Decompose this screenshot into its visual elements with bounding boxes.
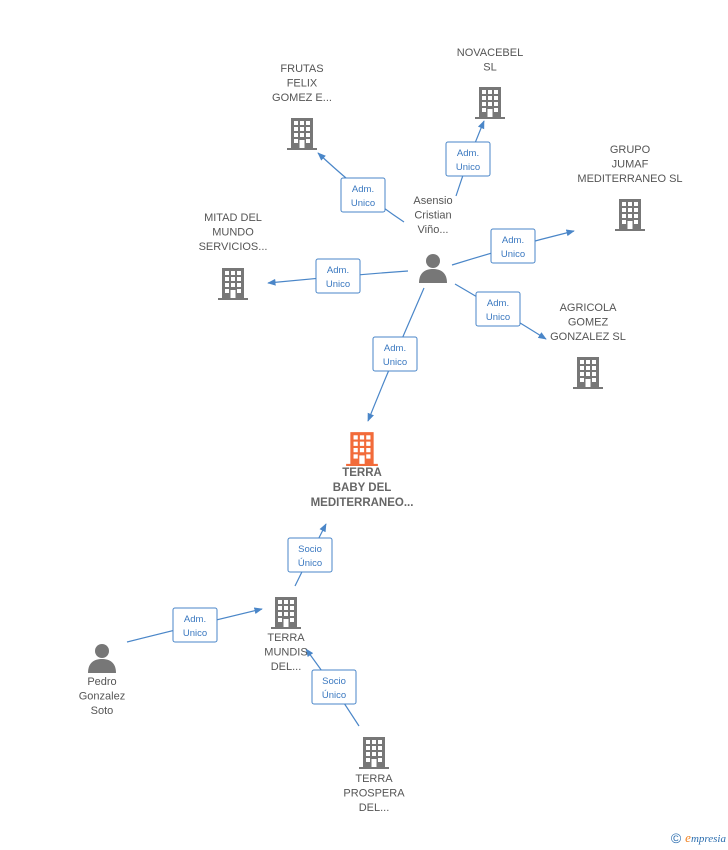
node-label-line: TERRA [355, 773, 393, 785]
node-frutas[interactable]: FRUTAS FELIX GOMEZ E... [272, 63, 332, 150]
edge-label-line: Unico [456, 162, 480, 173]
node-label-line: GONZALEZ SL [550, 331, 626, 343]
edge-asensio-to-novacebel: Adm. Unico [445, 120, 491, 197]
node-label-line: Gonzalez [79, 691, 125, 703]
edge-label: Adm. Unico [490, 228, 536, 264]
node-mitad[interactable]: MITAD DEL MUNDO SERVICIOS... [199, 212, 268, 300]
person-icon [88, 644, 116, 673]
node-prospera[interactable]: TERRA PROSPERA DEL... [343, 737, 405, 814]
building-icon [346, 432, 378, 466]
building-icon [359, 737, 389, 769]
edge-label-line: Adm. [457, 148, 479, 159]
node-label-line: MITAD DEL [204, 212, 262, 224]
node-label-line: Pedro [87, 676, 116, 688]
copyright-icon: © [670, 830, 682, 846]
edge-label-line: Unico [326, 279, 350, 290]
node-label-line: MUNDIS [264, 647, 307, 659]
node-label-line: Viño... [418, 224, 449, 236]
person-icon [419, 254, 447, 283]
building-icon [573, 357, 603, 389]
node-label-line: NOVACEBEL [457, 47, 523, 59]
node-jumaf[interactable]: GRUPO JUMAF MEDITERRANEO SL [577, 144, 683, 231]
edge-label-line: Adm. [502, 235, 524, 246]
edge-label-line: Unico [501, 249, 525, 260]
footer-brand: ©empresia [671, 830, 726, 846]
node-label-line: FELIX [287, 78, 318, 90]
edge-label-line: Adm. [352, 184, 374, 195]
node-label-line: DEL... [359, 802, 390, 814]
edge-label-line: Socio [322, 676, 346, 687]
node-label-line: SERVICIOS... [199, 241, 268, 253]
edge-asensio-to-terrababy: Adm. Unico [367, 287, 425, 422]
edge-label-line: Unico [351, 198, 375, 209]
edge-pedro-to-mundis: Adm. Unico [126, 607, 263, 643]
edge-label-line: Adm. [384, 343, 406, 354]
node-label-line: MUNDO [212, 227, 254, 239]
node-mundis[interactable]: TERRA MUNDIS DEL... [264, 597, 308, 673]
node-label-line: JUMAF [612, 159, 649, 171]
building-icon [271, 597, 301, 629]
node-novacebel[interactable]: NOVACEBEL SL [457, 47, 523, 119]
node-label-line: MEDITERRANEO... [311, 497, 414, 509]
node-label-line: MEDITERRANEO SL [577, 173, 682, 185]
edge-asensio-to-mitad: Adm. Unico [267, 258, 409, 294]
edge-label: Adm. Unico [445, 141, 491, 177]
node-label-line: GOMEZ [568, 317, 609, 329]
edge-label-line: Único [322, 690, 346, 701]
node-asensio[interactable]: AsensioCristianViño... [413, 195, 453, 283]
brand-name: mpresia [690, 833, 726, 845]
edge-asensio-to-frutas: Adm. Unico [317, 152, 405, 223]
edge-label: Adm. Unico [315, 258, 361, 294]
node-label-line: Asensio [413, 195, 452, 207]
building-icon [218, 268, 248, 300]
edge-label: Adm. Unico [340, 177, 386, 213]
edge-label-line: Unico [183, 628, 207, 639]
node-label-line: AGRICOLA [560, 302, 618, 314]
edge-label: Adm. Unico [475, 291, 521, 327]
edge-label-line: Único [298, 558, 322, 569]
node-label-line: Cristian [414, 210, 451, 222]
brand-initial: e [685, 830, 691, 845]
edge-label-line: Unico [486, 312, 510, 323]
node-label-line: GRUPO [610, 144, 651, 156]
edge-label: Adm. Unico [372, 336, 418, 372]
edge-asensio-to-jumaf: Adm. Unico [451, 228, 575, 266]
edge-label-line: Adm. [487, 298, 509, 309]
node-label-line: DEL... [271, 661, 302, 673]
node-label-line: GOMEZ E... [272, 92, 332, 104]
building-icon [475, 87, 505, 119]
node-label-line: Soto [91, 705, 114, 717]
node-label-line: SL [483, 62, 496, 74]
building-icon [615, 199, 645, 231]
node-label-line: TERRA [267, 632, 305, 644]
node-label-line: BABY DEL [333, 482, 392, 494]
edge-asensio-to-agricola: Adm. Unico [454, 283, 547, 340]
node-terrababy[interactable]: TERRA BABY DEL MEDITERRANEO... [311, 432, 414, 509]
node-agricola[interactable]: AGRICOLA GOMEZ GONZALEZ SL [550, 302, 626, 389]
edge-label-line: Unico [383, 357, 407, 368]
node-label-line: PROSPERA [343, 788, 405, 800]
building-icon [287, 118, 317, 150]
node-label-line: FRUTAS [280, 63, 323, 75]
edge-label-line: Socio [298, 544, 322, 555]
edge-label-line: Adm. [184, 614, 206, 625]
edge-label-line: Adm. [327, 265, 349, 276]
node-label-line: TERRA [342, 467, 382, 479]
edge-label: Adm. Unico [172, 607, 218, 643]
